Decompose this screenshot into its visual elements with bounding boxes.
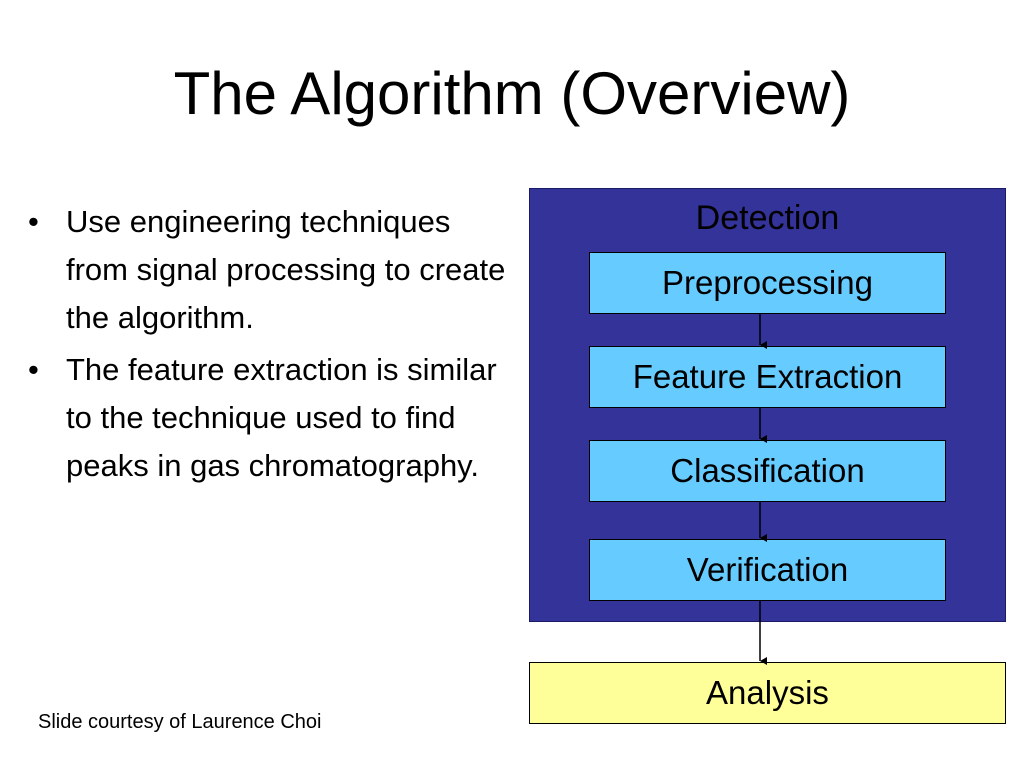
bullet-text: The feature extraction is similar to the… [66, 352, 497, 483]
step-verification: Verification [589, 539, 946, 601]
slide-title: The Algorithm (Overview) [173, 60, 851, 127]
step-classification: Classification [589, 440, 946, 502]
detection-label: Detection [695, 199, 840, 237]
bullet-icon: • [28, 352, 39, 387]
bullet-icon: • [28, 204, 39, 239]
bullet-item: • The feature extraction is similar to t… [28, 346, 508, 490]
bullet-list: • Use engineering techniques from signal… [28, 198, 508, 494]
step-preprocessing: Preprocessing [589, 252, 946, 314]
step-feature-extraction: Feature Extraction [589, 346, 946, 408]
analysis-box: Analysis [529, 662, 1006, 724]
bullet-text: Use engineering techniques from signal p… [66, 204, 506, 335]
bullet-item: • Use engineering techniques from signal… [28, 198, 508, 342]
footer-credit: Slide courtesy of Laurence Choi [38, 711, 322, 733]
